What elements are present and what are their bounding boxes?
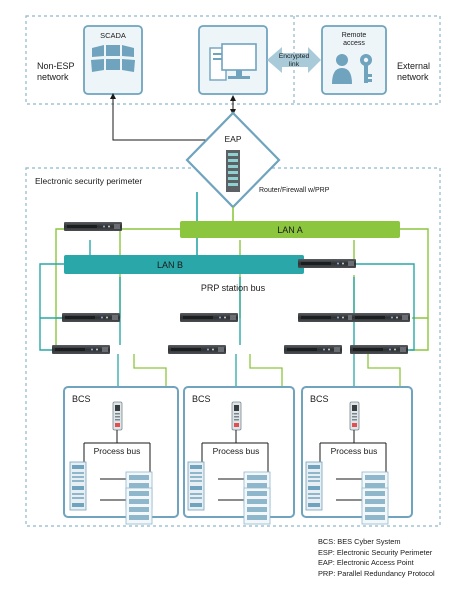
router-firewall-label: Router/Firewall w/PRP bbox=[259, 187, 330, 194]
non-esp-label: Non-ESP bbox=[37, 61, 75, 71]
abbreviation-legend: BCS: BES Cyber System ESP: Electronic Se… bbox=[318, 537, 435, 579]
legend-prp: PRP: Parallel Redundancy Protocol bbox=[318, 568, 435, 578]
station-switch-3 bbox=[298, 313, 356, 322]
bay-redbox-4 bbox=[350, 345, 408, 354]
lan-b-wiring bbox=[39, 240, 415, 351]
process-bus-label-1: Process bus bbox=[94, 446, 141, 456]
encrypted-link-label: Encrypted bbox=[279, 53, 310, 60]
external-network-label: External bbox=[397, 61, 430, 71]
prp-station-bus-label: PRP station bus bbox=[201, 283, 266, 293]
process-device-2b bbox=[243, 487, 271, 525]
computer-icon bbox=[209, 43, 257, 81]
remote-access-label-2: access bbox=[343, 40, 365, 47]
bcs-bay-1: BCS Process bus bbox=[63, 386, 179, 525]
process-device-1b bbox=[125, 487, 153, 525]
process-panel-3 bbox=[305, 461, 323, 511]
bay-redbox-3 bbox=[284, 345, 342, 354]
key-icon bbox=[360, 54, 372, 83]
bay-redbox-1 bbox=[52, 345, 110, 354]
encrypted-link-arrow bbox=[267, 47, 321, 73]
eap-to-scada-arrow bbox=[110, 93, 212, 141]
encrypted-link-label-2: link bbox=[289, 61, 300, 68]
bcs-bay-2: BCS Process bus bbox=[183, 386, 295, 525]
legend-esp: ESP: Electronic Security Perimeter bbox=[318, 547, 433, 557]
redbox-switch-b bbox=[298, 259, 356, 268]
process-bus-wiring-2 bbox=[201, 430, 269, 501]
ied-3 bbox=[349, 401, 360, 431]
bcs-bay-3: BCS Process bus bbox=[301, 386, 413, 525]
legend-eap: EAP: Electronic Access Point bbox=[318, 558, 414, 567]
process-device-3b bbox=[361, 487, 389, 525]
station-switch-1 bbox=[62, 313, 120, 322]
lan-a-label: LAN A bbox=[277, 225, 303, 235]
eap-label: EAP bbox=[224, 134, 241, 144]
legend-bcs: BCS: BES Cyber System bbox=[318, 537, 401, 546]
redbox-switch-a bbox=[64, 222, 122, 231]
ied-2 bbox=[231, 401, 242, 431]
bcs-label-2: BCS bbox=[192, 394, 211, 404]
process-panel-1 bbox=[69, 461, 87, 511]
process-panel-2 bbox=[187, 461, 205, 511]
remote-access-label: Remote bbox=[342, 32, 367, 39]
lan-b-bar bbox=[64, 255, 304, 274]
process-bus-wiring-1 bbox=[83, 430, 151, 501]
process-bus-label-2: Process bus bbox=[213, 446, 260, 456]
scada-label: SCADA bbox=[100, 31, 126, 40]
process-bus-label-3: Process bus bbox=[331, 446, 378, 456]
non-esp-label-2: network bbox=[37, 72, 69, 82]
router-firewall-icon bbox=[226, 150, 240, 192]
bcs-label-1: BCS bbox=[72, 394, 91, 404]
esp-label: Electronic security perimeter bbox=[35, 176, 142, 186]
bcs-label-3: BCS bbox=[310, 394, 329, 404]
lan-a-bar bbox=[180, 221, 400, 238]
scada-screens-icon bbox=[91, 45, 135, 72]
process-bus-wiring-3 bbox=[319, 430, 387, 501]
bay-redbox-2 bbox=[168, 345, 226, 354]
external-network-label-2: network bbox=[397, 72, 429, 82]
lan-b-label: LAN B bbox=[157, 260, 183, 270]
station-switch-4 bbox=[352, 313, 410, 322]
station-switch-2 bbox=[180, 313, 238, 322]
user-icon bbox=[332, 54, 352, 84]
ied-1 bbox=[112, 401, 123, 431]
